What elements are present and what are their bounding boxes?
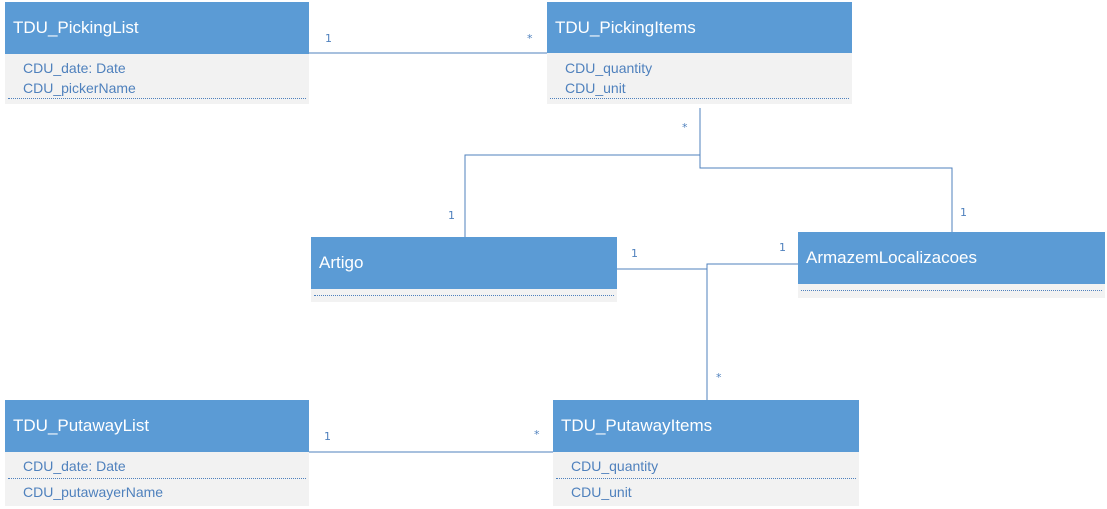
entity-title: TDU_PutawayList [5,400,309,452]
attribute: CDU_unit [550,78,849,99]
multiplicity-label: * [716,371,722,384]
entity-title: ArmazemLocalizacoes [798,232,1105,284]
attribute-separator [801,288,1102,291]
entity-title: TDU_PutawayItems [553,400,859,452]
entity-attributes [798,284,1105,298]
entity-title: TDU_PickingList [5,2,309,54]
multiplicity-label: 1 [779,241,786,254]
entity-attributes: CDU_date: Date CDU_putawayerName [5,452,309,506]
entity-picking-list[interactable]: TDU_PickingList CDU_date: Date CDU_picke… [5,2,309,104]
multiplicity-label: 1 [631,247,638,260]
attribute: CDU_putawayerName [23,484,164,500]
assoc-pickitems-armazem [699,155,953,232]
multiplicity-label: * [534,428,540,441]
entity-attributes: CDU_quantity CDU_unit [547,53,852,104]
multiplicity-label: 1 [324,430,331,443]
entity-putaway-items[interactable]: TDU_PutawayItems CDU_quantity CDU_unit [553,400,859,506]
assoc-armazem-putawayitems [706,263,798,270]
attribute: CDU_date: Date [23,60,126,76]
attribute: CDU_quantity [556,456,856,479]
attribute: CDU_quantity [565,60,653,76]
multiplicity-label: * [682,121,688,134]
entity-picking-items[interactable]: TDU_PickingItems CDU_quantity CDU_unit [547,2,852,104]
assoc-artigo-putawayitems [617,268,708,400]
entity-attributes: CDU_date: Date CDU_pickerName [5,54,309,104]
entity-putaway-list[interactable]: TDU_PutawayList CDU_date: Date CDU_putaw… [5,400,309,506]
attribute: CDU_unit [571,484,632,500]
attribute-separator [314,293,614,296]
entity-attributes [311,289,617,302]
entity-title: Artigo [311,237,617,289]
entity-artigo[interactable]: Artigo [311,237,617,302]
multiplicity-label: 1 [448,209,455,222]
entity-armazem-localizacoes[interactable]: ArmazemLocalizacoes [798,232,1105,298]
assoc-pickitems-artigo [464,108,701,237]
entity-attributes: CDU_quantity CDU_unit [553,452,859,506]
attribute: CDU_pickerName [8,78,306,99]
entity-title: TDU_PickingItems [547,2,852,53]
multiplicity-label: * [527,32,533,45]
attribute: CDU_date: Date [8,456,306,479]
multiplicity-label: 1 [960,206,967,219]
multiplicity-label: 1 [325,32,332,45]
